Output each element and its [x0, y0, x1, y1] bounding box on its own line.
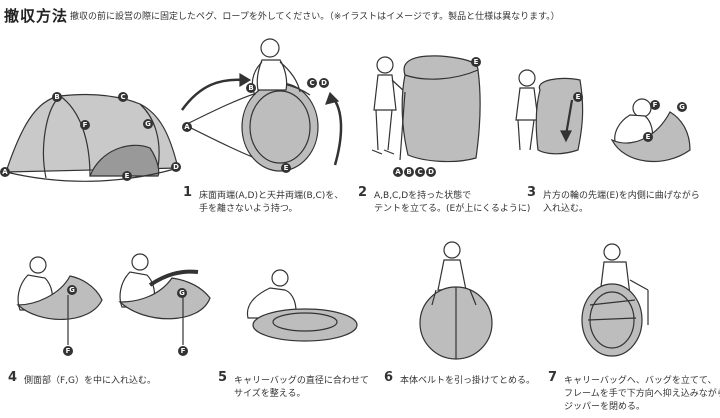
step1-labels: A B C D E — [182, 78, 329, 173]
tent-illustration — [5, 93, 179, 182]
svg-text:G: G — [679, 103, 685, 111]
svg-text:A: A — [395, 168, 401, 176]
step3-illustration — [515, 69, 691, 163]
svg-text:G: G — [69, 286, 75, 294]
header-note: 撤収の前に設営の際に固定したペグ、ロープを外してください。（※イラストはイメージ… — [70, 12, 560, 22]
tent-point-labels: A B C D E F G — [0, 92, 181, 181]
svg-text:E: E — [474, 58, 479, 66]
svg-text:E: E — [646, 133, 651, 141]
svg-text:A: A — [184, 123, 190, 131]
label-f: F — [83, 121, 88, 129]
page-title: 撤収方法 — [4, 7, 69, 25]
label-e: E — [125, 172, 130, 180]
label-b: B — [54, 93, 59, 101]
step5-illustration — [246, 269, 358, 342]
step6-illustration — [419, 241, 493, 360]
svg-text:F: F — [66, 347, 71, 355]
step1-illustration — [180, 38, 343, 172]
svg-text:E: E — [576, 93, 581, 101]
step-number: 3 — [527, 185, 537, 200]
svg-text:E: E — [284, 164, 289, 172]
svg-text:C: C — [309, 79, 314, 87]
step-number: 7 — [548, 370, 558, 385]
label-g: G — [145, 120, 151, 128]
step3-labels: E F G E — [573, 92, 687, 142]
step2-illustration — [371, 55, 481, 163]
step2-labels: E A B C D — [393, 57, 481, 177]
label-c: C — [120, 93, 125, 101]
step-number: 2 — [358, 185, 368, 200]
step4-illustration — [16, 253, 211, 345]
svg-text:C: C — [417, 168, 422, 176]
svg-text:G: G — [179, 289, 185, 297]
label-a: A — [2, 168, 8, 176]
label-d: D — [173, 163, 179, 171]
svg-text:F: F — [653, 101, 658, 109]
svg-text:B: B — [406, 168, 411, 176]
svg-text:D: D — [428, 168, 434, 176]
svg-text:B: B — [248, 84, 253, 92]
step-number: 6 — [384, 370, 394, 385]
step4-labels: G F G F — [63, 285, 188, 356]
step-number: 5 — [218, 370, 228, 385]
step-number: 4 — [8, 370, 18, 385]
step-number: 1 — [183, 185, 193, 200]
svg-text:D: D — [321, 79, 327, 87]
svg-text:F: F — [181, 347, 186, 355]
step7-illustration — [581, 243, 649, 357]
